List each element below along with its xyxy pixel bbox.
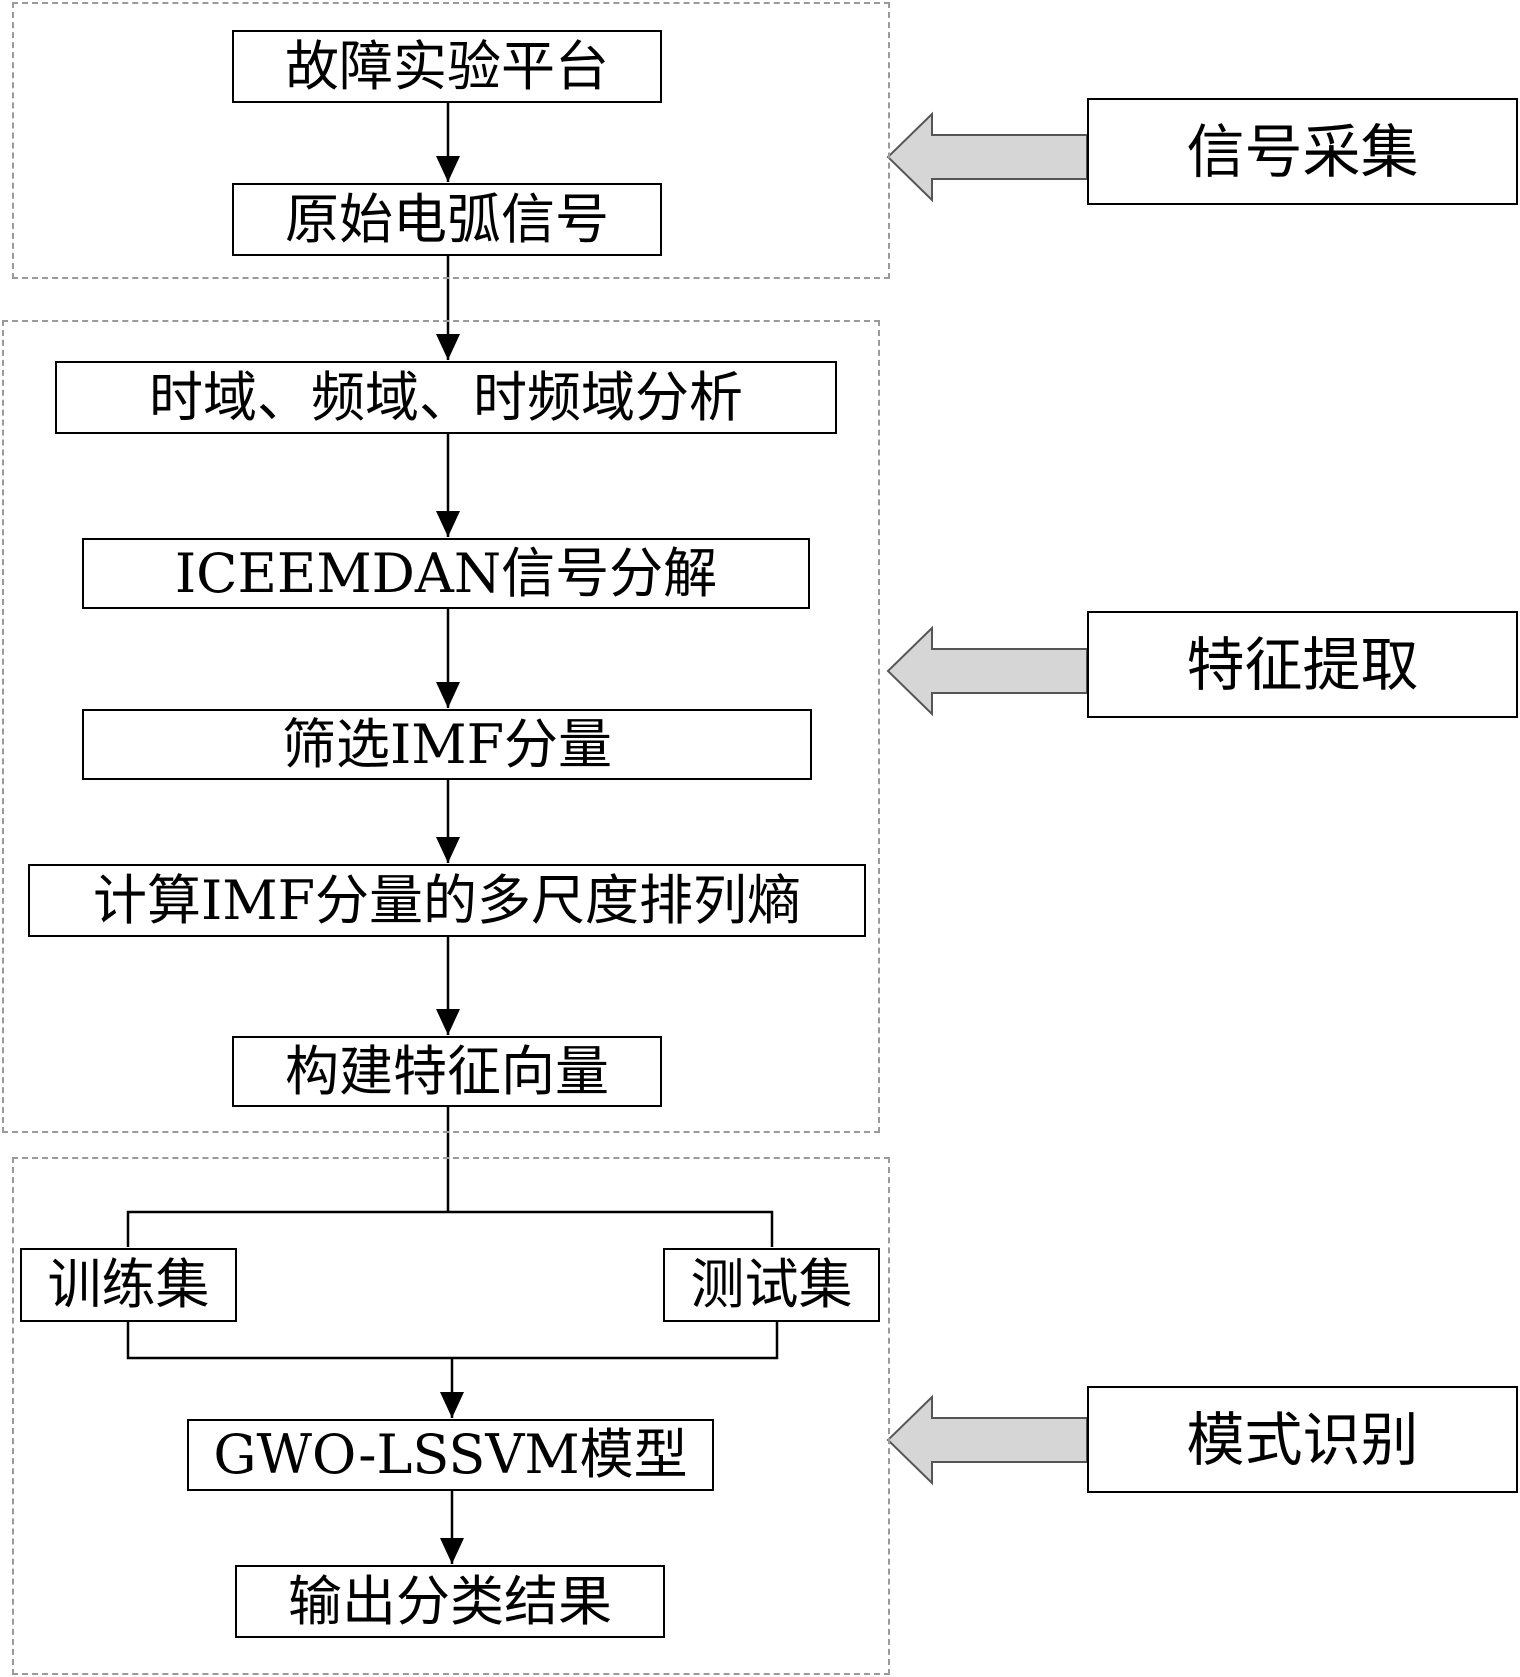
node-gwo-lssvm-model: GWO-LSSVM模型 [187,1419,714,1491]
arrowhead [436,334,460,360]
stage-arrow-recognition [886,1394,1088,1486]
stage-pattern-recognition: 模式识别 [1087,1386,1518,1493]
group-acquisition-frame [12,2,890,279]
stage-arrow-extraction [886,625,1088,717]
group-extraction-frame [2,320,880,1133]
stage-feature-extraction: 特征提取 [1087,611,1518,718]
arrowhead [440,1392,464,1418]
arrowhead [436,837,460,863]
node-multiscale-permutation-entropy: 计算IMF分量的多尺度排列熵 [28,864,866,937]
node-classification-output: 输出分类结果 [235,1565,665,1638]
arrowhead [436,156,460,182]
arrowhead [440,1538,464,1564]
stage-signal-acquisition: 信号采集 [1087,98,1518,205]
stage-arrow-acquisition [886,111,1088,203]
node-domain-analysis: 时域、频域、时频域分析 [55,361,837,434]
node-imf-selection: 筛选IMF分量 [82,709,812,780]
node-feature-vector: 构建特征向量 [232,1036,662,1107]
node-training-set: 训练集 [20,1248,237,1322]
node-raw-arc-signal: 原始电弧信号 [232,183,662,256]
node-iceemdan-decomposition: ICEEMDAN信号分解 [82,538,810,609]
arrowhead [436,682,460,708]
group-recognition-frame [12,1157,890,1675]
node-test-set: 测试集 [663,1248,880,1322]
split-bracket [126,1210,774,1247]
node-fault-platform: 故障实验平台 [232,30,662,103]
arrowhead [436,1009,460,1035]
arrowhead [436,511,460,537]
